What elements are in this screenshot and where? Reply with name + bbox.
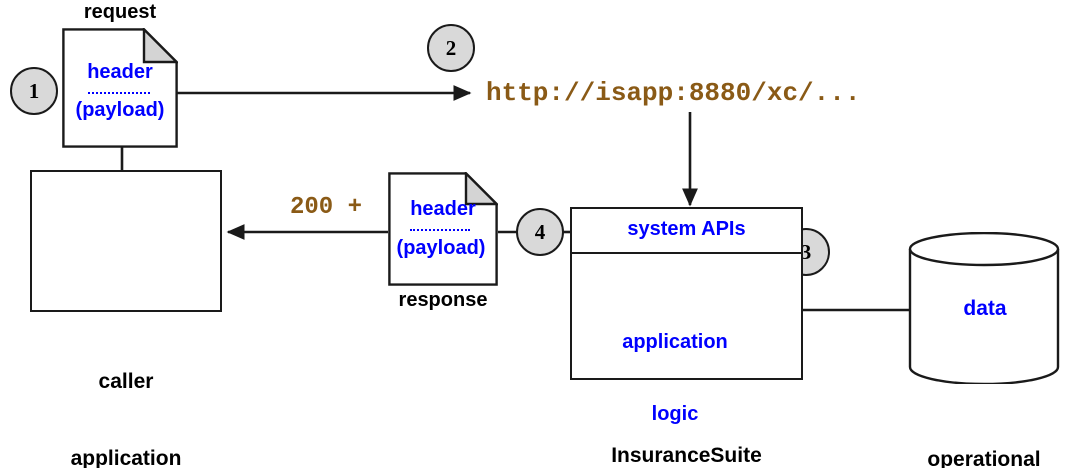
request-document-caption: request [83, 1, 157, 23]
step-circle-4-label: 4 [534, 219, 546, 244]
caller-application-caption-line2: application [70, 447, 182, 468]
database-body [908, 249, 1060, 384]
response-document-caption: response [398, 289, 488, 311]
request-document-payload: (payload) [75, 99, 165, 121]
operational-database-caption: operational database [900, 396, 1068, 468]
step-circle-1-label: 1 [28, 78, 40, 103]
response-document-divider [410, 229, 470, 231]
insurancesuite-caption-line1: InsuranceSuite [611, 444, 762, 468]
step-circle-2-label: 2 [445, 35, 457, 60]
request-document-fold [142, 28, 178, 64]
step-circle-1[interactable]: 1 [10, 67, 58, 115]
caller-application-caption: caller application [20, 318, 232, 468]
step-circle-4[interactable]: 4 [516, 208, 564, 256]
response-document-payload: (payload) [396, 237, 486, 259]
request-document-header: header [87, 61, 153, 83]
database-data-label: data [963, 297, 1007, 320]
application-logic-label-line2: logic [651, 403, 699, 425]
request-document-divider [88, 92, 150, 94]
request-url-text: http://isapp:8880/xc/... [486, 78, 861, 108]
operational-database-caption-line1: operational [927, 448, 1041, 468]
application-logic-label: application logic [570, 282, 780, 468]
caller-application-caption-line1: caller [98, 370, 154, 394]
step-circle-2[interactable]: 2 [427, 24, 475, 72]
system-apis-label: system APIs [627, 218, 746, 240]
caller-application-box[interactable] [30, 170, 222, 312]
insurancesuite-application-box[interactable] [570, 207, 803, 380]
insurancesuite-application-caption: InsuranceSuite application [570, 392, 803, 468]
system-apis-divider [570, 252, 803, 254]
request-document[interactable] [62, 28, 178, 148]
database-top [908, 232, 1060, 267]
response-document-header: header [410, 198, 476, 220]
response-status-text: 200 + [290, 194, 363, 221]
operational-database-cylinder[interactable] [908, 232, 1060, 384]
application-logic-label-line1: application [622, 331, 728, 353]
response-document-fold [464, 172, 498, 206]
step-circle-3-label: 3 [800, 239, 812, 264]
